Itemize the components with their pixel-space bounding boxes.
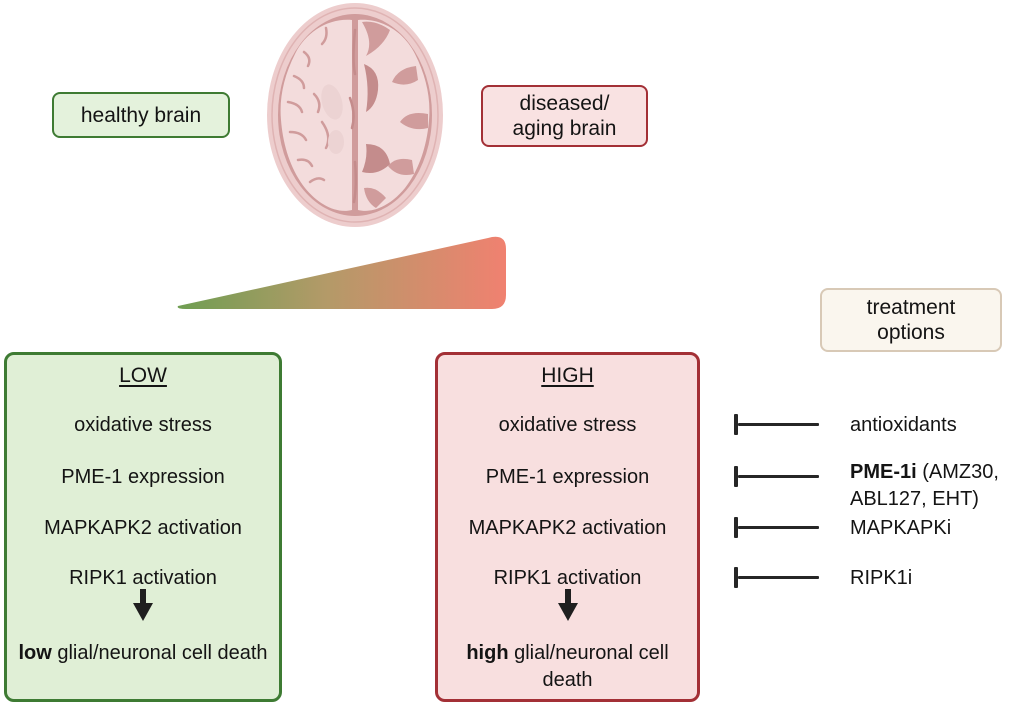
low-outcome-text: low glial/neuronal cell death — [18, 642, 268, 664]
inhibitor-tbar-icon — [734, 466, 819, 487]
treatment-mapkapki: MAPKAPKi — [850, 517, 952, 539]
high-item-pme1-expression: PME-1 expression — [485, 466, 650, 488]
treatment-options-label: treatment options — [820, 288, 1002, 352]
down-arrow-icon — [133, 589, 153, 621]
treatment-options-line1: treatment — [866, 296, 956, 319]
high-item-ripk1-activation: RIPK1 activation — [493, 567, 642, 589]
diseased-brain-label-line1: diseased/ — [519, 92, 610, 115]
down-arrow-icon — [557, 589, 578, 621]
inhibitor-tbar-icon — [734, 414, 819, 435]
high-item-oxidative-stress: oxidative stress — [498, 414, 637, 436]
treatment-ripk1i: RIPK1i — [850, 567, 913, 589]
severity-gradient-wedge — [177, 236, 506, 309]
brain-axial-section-illustration — [267, 3, 443, 227]
diseased-brain-label: diseased/ aging brain — [481, 85, 648, 147]
inhibitor-tbar-icon — [734, 517, 819, 538]
diseased-brain-label-line2: aging brain — [512, 117, 617, 140]
high-panel-title: HIGH — [541, 364, 594, 387]
low-item-pme1-expression: PME-1 expression — [61, 466, 225, 488]
low-item-mapkapk2-activation: MAPKAPK2 activation — [44, 517, 242, 539]
healthy-brain-label: healthy brain — [52, 92, 230, 138]
high-outcome-text: high glial/neuronal cell death — [466, 642, 669, 691]
low-item-ripk1-activation: RIPK1 activation — [69, 567, 217, 589]
high-item-mapkapk2-activation: MAPKAPK2 activation — [468, 517, 667, 539]
low-panel: LOW oxidative stress PME-1 expression MA… — [4, 352, 282, 702]
treatment-antioxidants: antioxidants — [850, 414, 957, 436]
low-item-oxidative-stress: oxidative stress — [74, 414, 212, 436]
high-panel: HIGH oxidative stress PME-1 expression M… — [435, 352, 700, 702]
low-panel-title: LOW — [119, 364, 167, 387]
treatment-pme1i: PME-1i (AMZ30, ABL127, EHT) — [850, 461, 999, 510]
healthy-brain-label-text: healthy brain — [80, 103, 202, 127]
treatment-options-line2: options — [877, 321, 945, 344]
inhibitor-tbar-icon — [734, 567, 819, 588]
